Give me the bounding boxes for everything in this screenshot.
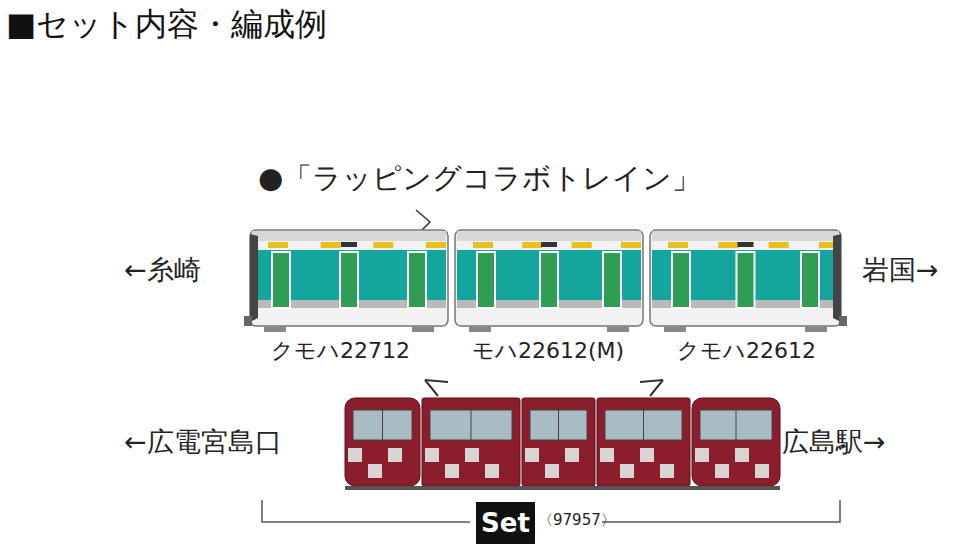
door bbox=[340, 252, 358, 308]
checker bbox=[565, 448, 579, 462]
yellow-mark bbox=[572, 242, 592, 248]
yellow-mark bbox=[268, 242, 288, 248]
checker bbox=[620, 464, 634, 478]
set-text: Set bbox=[481, 508, 530, 538]
tram-window bbox=[430, 410, 512, 440]
checker bbox=[445, 464, 459, 478]
window-frame bbox=[643, 410, 644, 440]
title: ■セット内容・編成例 bbox=[6, 6, 327, 43]
bogie bbox=[607, 326, 629, 332]
yellow-mark bbox=[668, 242, 688, 248]
checker bbox=[660, 464, 674, 478]
door bbox=[408, 252, 426, 308]
tram-section bbox=[522, 398, 595, 486]
coupler bbox=[839, 316, 847, 326]
yellow-mark bbox=[522, 242, 542, 248]
bogie bbox=[664, 326, 686, 332]
set-badge: Set bbox=[476, 502, 535, 544]
checker bbox=[465, 448, 479, 462]
pantograph bbox=[650, 380, 663, 396]
bogie bbox=[469, 326, 491, 332]
direction-label: 岩国→ bbox=[862, 254, 939, 285]
tram-section bbox=[422, 398, 520, 486]
tram-section bbox=[692, 398, 780, 486]
direction-label: 広島駅→ bbox=[782, 426, 886, 457]
window-frame bbox=[382, 410, 383, 440]
door bbox=[801, 252, 819, 308]
car-body bbox=[455, 230, 643, 326]
car-roof bbox=[252, 231, 446, 241]
car-name: クモハ22712 bbox=[271, 338, 410, 363]
door bbox=[272, 252, 290, 308]
checker bbox=[368, 464, 382, 478]
tram-window bbox=[530, 410, 587, 440]
checker bbox=[695, 448, 709, 462]
vent bbox=[541, 242, 557, 247]
pantograph bbox=[425, 380, 438, 396]
window-frame bbox=[558, 410, 559, 440]
car-name: クモハ22612 bbox=[677, 338, 816, 363]
pantograph bbox=[425, 380, 448, 382]
tram-section bbox=[597, 398, 690, 486]
yellow-mark bbox=[621, 242, 641, 248]
checker bbox=[640, 448, 654, 462]
checker bbox=[388, 448, 402, 462]
callout: ●「ラッピングコラボトレイン」 bbox=[258, 162, 701, 195]
checker bbox=[715, 464, 729, 478]
window-frame bbox=[736, 410, 737, 440]
pantograph bbox=[640, 380, 663, 382]
door bbox=[540, 252, 558, 308]
checker bbox=[600, 448, 614, 462]
checker bbox=[545, 464, 559, 478]
direction-label: ←広電宮島口 bbox=[124, 426, 282, 457]
yellow-mark bbox=[373, 242, 393, 248]
tram-window bbox=[605, 410, 682, 440]
jr-train bbox=[244, 230, 847, 332]
cab-front bbox=[250, 234, 258, 322]
door bbox=[603, 252, 621, 308]
set-number: 〈97957〉 bbox=[538, 512, 616, 529]
leader-line bbox=[416, 210, 430, 232]
checker bbox=[735, 448, 749, 462]
yellow-mark bbox=[473, 242, 493, 248]
tram-skirt bbox=[345, 486, 780, 490]
window-frame bbox=[471, 410, 472, 440]
car-roof bbox=[457, 231, 641, 241]
cab-front bbox=[833, 234, 841, 322]
checker bbox=[348, 448, 362, 462]
car-roof bbox=[652, 231, 839, 241]
tram-window bbox=[700, 410, 772, 440]
checker bbox=[425, 448, 439, 462]
door bbox=[672, 252, 690, 308]
vent bbox=[738, 242, 754, 247]
checker bbox=[755, 464, 769, 478]
tram bbox=[345, 380, 780, 490]
bogie bbox=[412, 326, 434, 332]
door bbox=[737, 252, 755, 308]
door bbox=[477, 252, 495, 308]
yellow-mark bbox=[718, 242, 738, 248]
yellow-mark bbox=[426, 242, 446, 248]
car-body bbox=[250, 230, 448, 326]
vent bbox=[341, 242, 357, 247]
yellow-mark bbox=[769, 242, 789, 248]
direction-label: ←糸崎 bbox=[124, 254, 201, 285]
tram-section bbox=[345, 398, 420, 486]
coupler bbox=[244, 316, 252, 326]
checker bbox=[485, 464, 499, 478]
bogie bbox=[264, 326, 286, 332]
checker bbox=[525, 448, 539, 462]
tram-window bbox=[353, 410, 412, 440]
car-name: モハ22612(M) bbox=[472, 338, 624, 363]
yellow-mark bbox=[321, 242, 341, 248]
car-body bbox=[650, 230, 841, 326]
bogie bbox=[805, 326, 827, 332]
